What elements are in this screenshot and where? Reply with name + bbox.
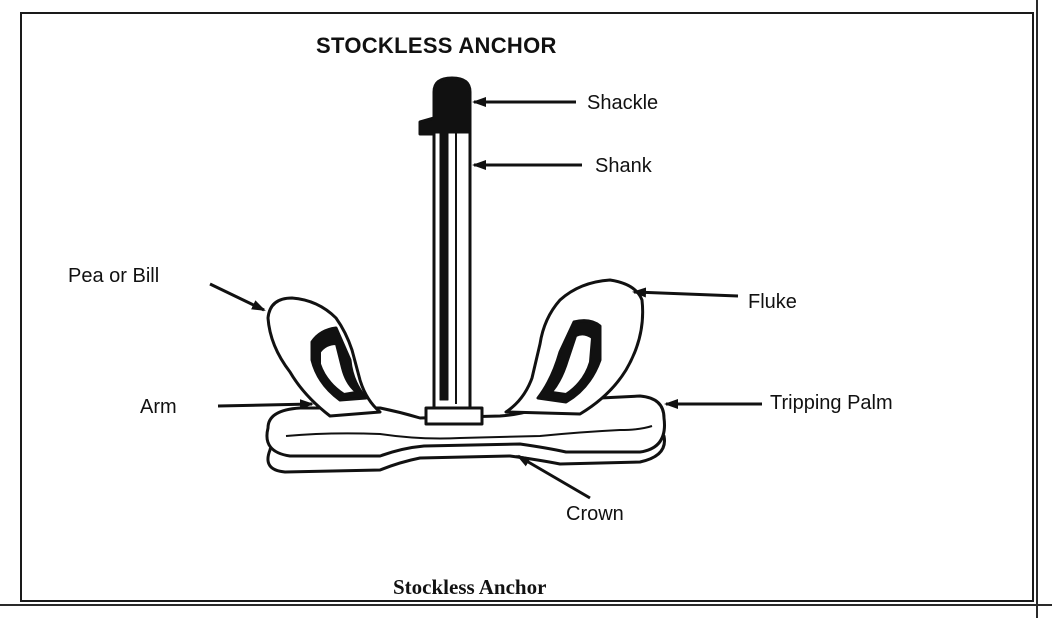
page-edge-rule-right	[1036, 0, 1038, 618]
shank	[424, 116, 484, 426]
pea-or-bill-arrow	[209, 282, 266, 312]
page-edge-rule-bottom	[0, 604, 1052, 606]
label-fluke: Fluke	[748, 291, 797, 313]
label-pea-or-bill: Pea or Bill	[68, 265, 160, 287]
label-shackle: Shackle	[587, 92, 659, 114]
label-crown: Crown	[566, 503, 624, 525]
diagram-frame	[20, 12, 1034, 602]
label-shank: Shank	[595, 155, 652, 177]
shackle	[418, 76, 472, 136]
fluke-arrow	[632, 287, 739, 298]
diagram-title: STOCKLESS ANCHOR	[316, 33, 557, 58]
crown-arrow	[516, 454, 591, 500]
arm-arrow	[217, 399, 314, 410]
right-fluke	[504, 278, 645, 416]
figure-caption: Stockless Anchor	[393, 575, 547, 599]
left-fluke	[266, 296, 382, 418]
label-tripping-palm: Tripping Palm	[770, 392, 893, 414]
label-arm: Arm	[140, 396, 177, 418]
